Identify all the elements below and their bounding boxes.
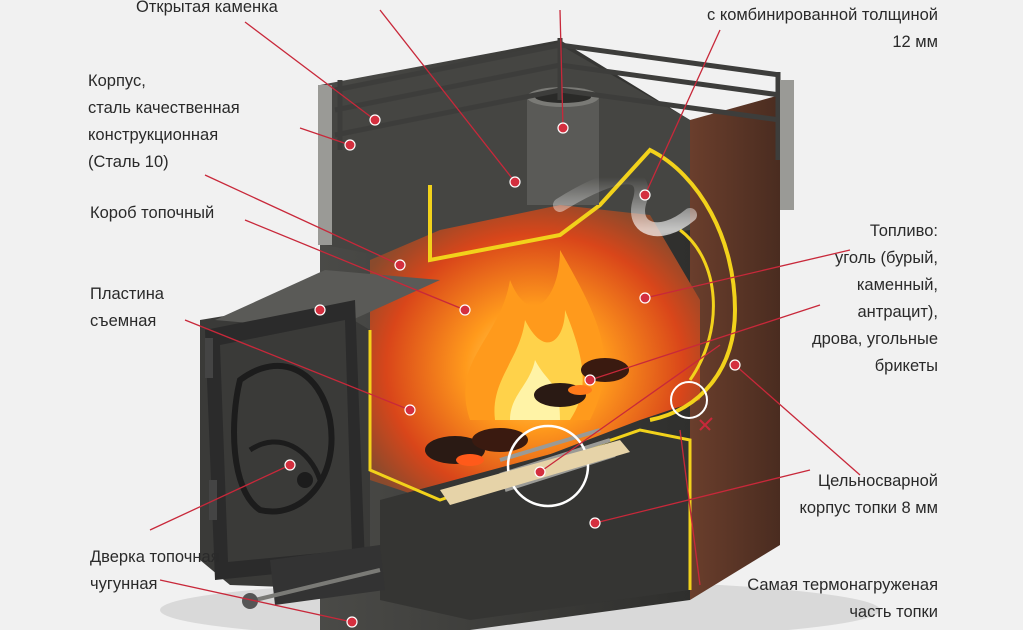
label-removable-plate: Пластина съемная (90, 285, 164, 330)
ash-chamber (380, 430, 690, 620)
label-welded-body: Цельносварной корпус топки 8 мм (799, 472, 938, 517)
label-wall-thickness-value: 12 мм (892, 33, 938, 51)
smoke (553, 170, 697, 237)
label-fuel: Топливо: уголь (бурый, каменный, антраци… (812, 222, 938, 375)
hotspot-arrow-icon (699, 417, 713, 431)
label-firebox: Короб топочный (90, 204, 215, 222)
hotspot-highlight-circle (670, 381, 708, 419)
label-body-steel: Корпус, сталь качественная конструкционн… (88, 72, 240, 171)
railing-post-right (780, 80, 794, 210)
marker-dots (284, 114, 741, 628)
leader-lines (149, 9, 861, 623)
heat-shield-outline (428, 147, 738, 422)
right-wall (690, 95, 780, 600)
railing-post-left (318, 85, 332, 245)
label-hottest-zone: Самая термонагруженая часть топки (747, 576, 938, 621)
label-door: Дверка топочная чугунная (90, 548, 220, 593)
poker-rod (254, 568, 381, 602)
top-ledge (215, 270, 440, 330)
label-open-heater: Открытая каменка (136, 0, 278, 16)
heat-shield-inner (679, 228, 715, 381)
label-wall-thickness: с комбинированной толщиной (707, 6, 938, 24)
railing (334, 38, 781, 160)
grate-highlight-circle (506, 424, 590, 508)
cast-iron-door (205, 300, 365, 580)
poker-knob (242, 593, 258, 609)
